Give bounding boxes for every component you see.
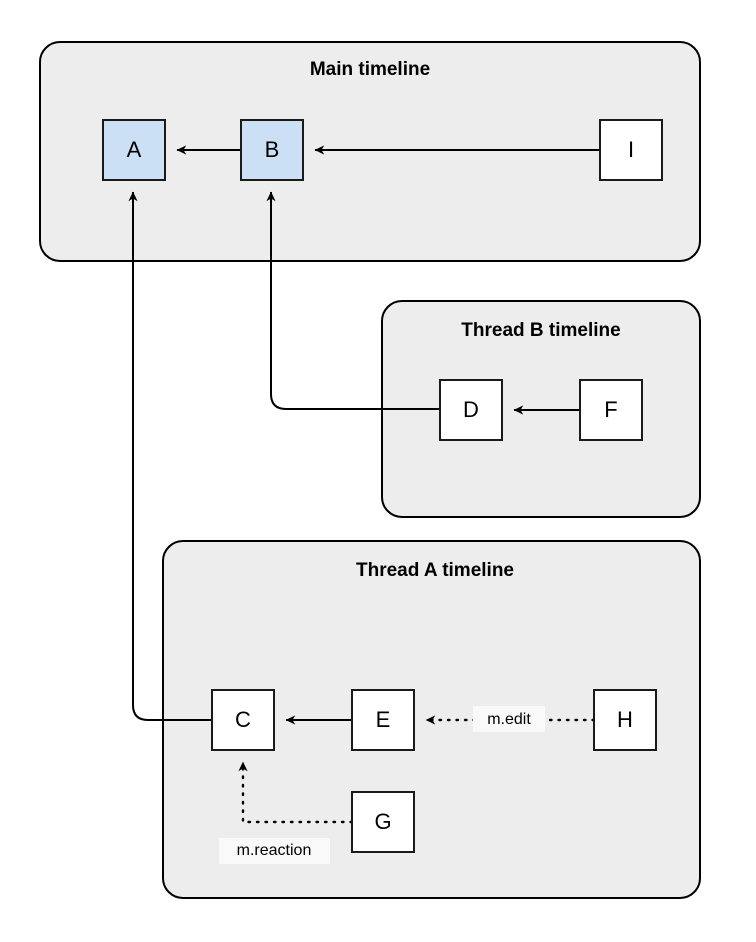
node-c-rect	[211, 689, 275, 751]
node-b[interactable]: B	[240, 119, 304, 181]
node-g[interactable]: G	[351, 791, 415, 853]
edge-label-m-edit-text: m.edit	[487, 711, 531, 728]
node-e[interactable]: E	[351, 689, 415, 751]
edge-c-to-a[interactable]	[128, 191, 212, 721]
node-b-rect	[240, 119, 304, 181]
node-h-rect	[593, 689, 657, 751]
node-f-rect	[579, 379, 643, 441]
node-i[interactable]: I	[599, 119, 663, 181]
node-d[interactable]: D	[439, 379, 503, 441]
node-c-label: C	[235, 707, 251, 732]
container-main-timeline-rect	[39, 41, 701, 262]
container-thread-b-timeline-title: Thread B timeline	[461, 320, 620, 341]
node-e-label: E	[376, 707, 391, 732]
node-b-label: B	[265, 137, 280, 162]
edge-d-to-b[interactable]	[266, 191, 440, 410]
node-g-rect	[351, 791, 415, 853]
edge-g-to-c[interactable]	[238, 760, 354, 824]
node-a-label: A	[127, 137, 142, 162]
node-i-label: I	[628, 137, 634, 162]
edge-label-m-edit-bg	[473, 706, 545, 732]
container-main-timeline[interactable]: Main timeline	[39, 41, 701, 262]
node-i-rect	[599, 119, 663, 181]
node-e-rect	[351, 689, 415, 751]
edge-label-m-reaction-bg	[219, 838, 330, 864]
node-d-label: D	[463, 397, 479, 422]
edge-c-to-a-line	[128, 191, 212, 721]
node-h[interactable]: H	[593, 689, 657, 751]
container-main-timeline-title: Main timeline	[310, 59, 430, 80]
node-a[interactable]: A	[102, 119, 166, 181]
edge-label-m-edit: m.edit	[473, 706, 545, 732]
node-c[interactable]: C	[211, 689, 275, 751]
edge-label-m-reaction: m.reaction	[219, 838, 330, 864]
edge-g-to-c-line	[238, 760, 354, 824]
edge-d-to-b-line	[266, 191, 440, 410]
container-thread-a-timeline-title: Thread A timeline	[356, 560, 514, 581]
node-h-label: H	[617, 707, 633, 732]
node-f-label: F	[604, 397, 617, 422]
node-g-label: G	[374, 809, 391, 834]
node-f[interactable]: F	[579, 379, 643, 441]
node-a-rect	[102, 119, 166, 181]
edge-label-m-reaction-text: m.reaction	[237, 842, 312, 859]
node-d-rect	[439, 379, 503, 441]
